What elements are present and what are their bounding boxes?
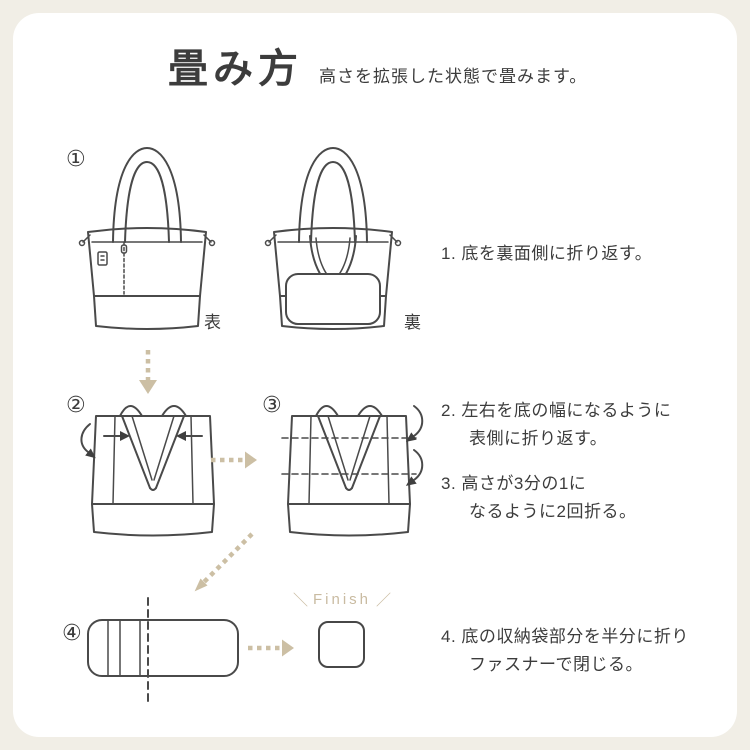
header: 畳み方 高さを拡張した状態で畳みます。 (168, 36, 587, 94)
bag-body (87, 227, 207, 330)
instruction-3: 3. 高さが3分の1に なるように2回折る。 (441, 474, 637, 521)
folded-bag-body (91, 405, 215, 537)
finish-folded-bag (318, 621, 365, 668)
step-4-marker: ④ (62, 620, 82, 645)
instruction-2: 2. 左右を底の幅になるように 表側に折り返す。 (441, 401, 672, 448)
fold-inward-arrows (103, 431, 203, 441)
page-subtitle: 高さを拡張した状態で畳みます。 (319, 67, 588, 86)
arrow-diagonal-dotted (194, 532, 254, 592)
finish-label: ＼ Finish ／ (292, 589, 392, 610)
step-3-marker: ③ (262, 392, 282, 417)
folded-bag-step3-illustration (281, 405, 424, 537)
page-title: 畳み方 (168, 47, 303, 91)
flat-bag-step4-illustration (87, 597, 239, 707)
step-1-marker: ① (66, 146, 86, 171)
back-label: 裏 (404, 313, 421, 332)
instruction-1: 1. 底を裏面側に折り返す。 (441, 244, 653, 263)
arrow-down-dotted (139, 350, 157, 394)
arrow-right-dotted-2 (248, 639, 294, 657)
fold-hook-arrow (80, 423, 96, 459)
front-label: 表 (204, 313, 221, 332)
instruction-4: 4. 底の収納袋部分を半分に折り ファスナーで閉じる。 (441, 627, 689, 674)
fold-curve-arrows (405, 405, 424, 486)
strap-clips (264, 234, 402, 247)
folded-bag-body (287, 405, 411, 537)
bag-front-illustration (78, 147, 216, 330)
step-2-marker: ② (66, 392, 86, 417)
fold-dashed-lines (281, 437, 417, 475)
strap-clips (78, 234, 216, 247)
finish-left-slash: ＼ (292, 592, 308, 609)
flat-bag-outline (87, 619, 239, 677)
bag-front-details (91, 241, 203, 295)
arrow-right-dotted-1 (211, 451, 257, 469)
zipper-pull-icon (120, 244, 128, 254)
flat-bag-seams (107, 619, 121, 677)
instruction-card (13, 13, 737, 737)
finish-text: Finish (313, 591, 372, 608)
bag-back-illustration (264, 147, 402, 330)
folded-bag-step2-illustration (80, 405, 215, 537)
usb-port-icon (97, 251, 108, 266)
bag-handles (298, 147, 368, 243)
finish-right-slash: ／ (376, 592, 392, 609)
bag-handles (112, 147, 182, 243)
storage-pouch (285, 273, 381, 325)
